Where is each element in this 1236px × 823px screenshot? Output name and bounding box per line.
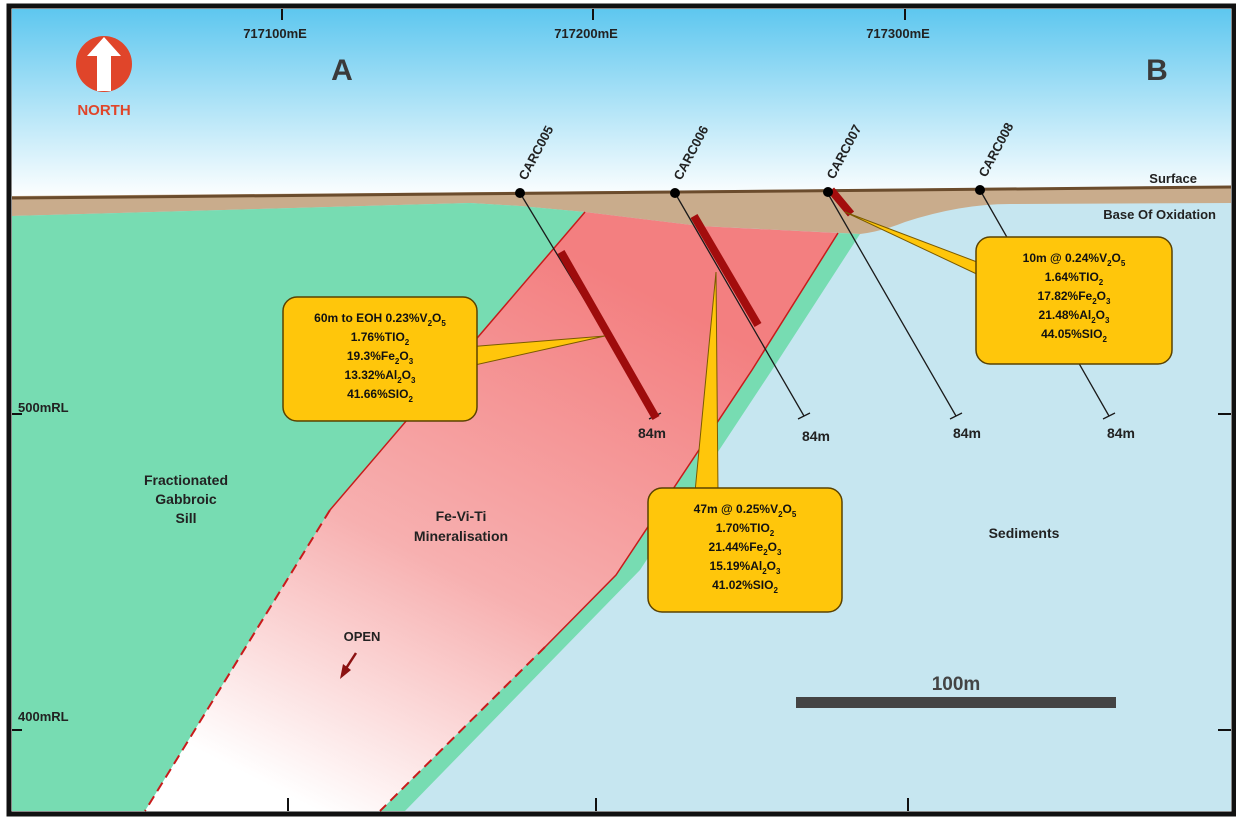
scale-bar-label: 100m <box>932 674 981 695</box>
rl-label-400: 400mRL <box>18 709 69 724</box>
rl-label-500: 500mRL <box>18 400 69 415</box>
callout-box-carc005 <box>282 296 478 422</box>
contact-line-right <box>544 232 839 648</box>
callout-line-carc007-3: 21.48%Al2O3 <box>1039 308 1111 325</box>
gabbro-label-line-1: Fractionated <box>144 472 228 488</box>
gabbro-sliver <box>380 233 860 811</box>
callout-line-carc007-2: 17.82%Fe2O3 <box>1038 289 1112 306</box>
callout-line-carc005-3: 13.32%Al2O3 <box>345 368 417 385</box>
surface-line <box>11 185 1232 200</box>
callout-line-carc007-4: 44.05%SIO2 <box>1041 327 1107 344</box>
oxidation-label: Base Of Oxidation <box>1103 207 1216 222</box>
easting-label-2: 717200mE <box>554 26 618 41</box>
section-end-a: A <box>331 54 353 87</box>
depth-label-carc007: 84m <box>953 425 981 441</box>
oxidation-zone <box>12 186 1231 234</box>
callout-line-carc005-4: 41.66%SIO2 <box>347 387 413 404</box>
scale-bar <box>796 697 1116 708</box>
contact-line-left-dashed <box>144 509 331 812</box>
section-end-b: B <box>1146 54 1168 87</box>
callout-line-carc006-1: 1.70%TIO2 <box>716 521 775 538</box>
callout-line-carc006-0: 47m @ 0.25%V2O5 <box>694 502 797 519</box>
mineral-label: Fe-Vi-Ti Mineralisation <box>414 508 508 544</box>
callout-line-carc005-1: 1.76%TIO2 <box>351 330 410 347</box>
callout-line-carc006-2: 21.44%Fe2O3 <box>709 540 783 557</box>
callout-box-carc007 <box>975 236 1173 365</box>
north-label: NORTH <box>77 102 130 119</box>
callout-line-carc006-4: 41.02%SIO2 <box>712 578 778 595</box>
contact-line-right-dashed <box>379 646 546 812</box>
depth-label-carc006: 84m <box>802 428 830 444</box>
mineral-label-line-1: Fe-Vi-Ti <box>436 508 487 524</box>
easting-label-3: 717300mE <box>866 26 930 41</box>
depth-label-carc008: 84m <box>1107 425 1135 441</box>
depth-label-carc005: 84m <box>638 425 666 441</box>
eoh-ticks <box>648 412 1116 420</box>
easting-ticks <box>281 9 909 811</box>
callout-box-carc006 <box>647 487 843 613</box>
gabbro-label: Fractionated Gabbroic Sill <box>144 472 228 526</box>
callout-text-layer: 60m to EOH 0.23%V2O5 1.76%TIO2 19.3%Fe2O3 1… <box>314 251 1126 595</box>
sky <box>12 9 1231 199</box>
callout-line-carc007-1: 1.64%TIO2 <box>1045 270 1104 287</box>
callout-line-carc005-0: 60m to EOH 0.23%V2O5 <box>314 311 446 328</box>
mineral-label-line-2: Mineralisation <box>414 528 508 544</box>
surface-label: Surface <box>1149 171 1197 186</box>
intercept-carc007 <box>827 187 855 217</box>
open-arrow-icon <box>340 652 358 679</box>
outer-border <box>6 3 1236 817</box>
gabbro-label-line-3: Sill <box>175 510 196 526</box>
callout-line-carc005-2: 19.3%Fe2O3 <box>347 349 414 366</box>
gabbro-label-line-2: Gabbroic <box>155 491 217 507</box>
mineralisation-unit <box>145 212 838 811</box>
collar-markers <box>515 185 985 198</box>
sediments-label: Sediments <box>989 525 1060 541</box>
intercept-carc006 <box>690 213 762 328</box>
intercept-carc005 <box>557 250 660 420</box>
open-label: OPEN <box>344 629 381 644</box>
north-arrow-icon <box>76 36 132 92</box>
rl-ticks <box>12 413 1231 731</box>
easting-label-1: 717100mE <box>243 26 307 41</box>
callout-line-carc007-0: 10m @ 0.24%V2O5 <box>1023 251 1126 268</box>
callout-line-carc006-3: 15.19%Al2O3 <box>710 559 782 576</box>
